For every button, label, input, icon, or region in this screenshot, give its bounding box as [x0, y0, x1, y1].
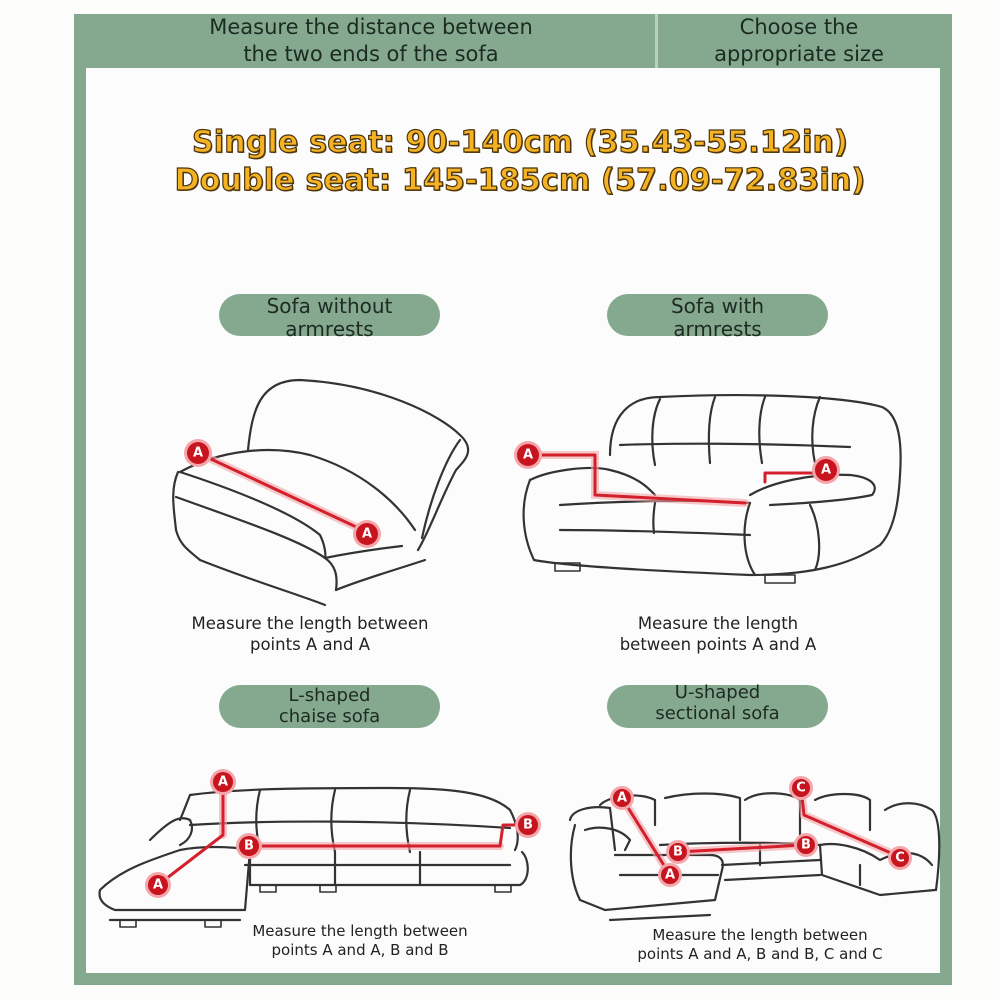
marker-b: B	[515, 812, 541, 838]
marker-a: A	[610, 786, 634, 810]
label-sofa-without-armrests: Sofa without armrests	[219, 294, 440, 341]
caption-line1: Measure the length between	[191, 614, 429, 633]
caption-with-armrests: Measure the length between points A and …	[568, 613, 868, 655]
caption-line1: Measure the length between	[652, 926, 868, 944]
svg-text:A: A	[193, 446, 203, 461]
svg-text:C: C	[796, 781, 806, 796]
label-line1: Sofa without	[266, 294, 393, 318]
label-line2: armrests	[673, 317, 762, 341]
u-shaped-sofa-illustration: A A B B C C	[568, 776, 941, 922]
marker-b: B	[794, 833, 818, 857]
svg-text:A: A	[821, 463, 831, 478]
caption-u-shaped: Measure the length between points A and …	[605, 926, 915, 964]
header-instruction-line2: the two ends of the sofa	[243, 42, 499, 66]
caption-line1: Measure the length between	[252, 922, 468, 940]
label-line1: Sofa with	[670, 294, 765, 318]
svg-text:A: A	[665, 868, 675, 883]
header-divider	[655, 14, 658, 68]
marker-a: A	[184, 439, 212, 467]
label-sofa-with-armrests: Sofa with armrests	[607, 294, 828, 341]
single-seat-size: Single seat: 90-140cm (35.43-55.12in)	[191, 124, 849, 160]
header-size-line1: Choose the	[739, 15, 859, 39]
marker-b: B	[666, 840, 690, 864]
armrest-sofa-illustration: A A	[514, 394, 902, 584]
l-shaped-sofa-illustration: A A B B	[98, 769, 541, 928]
marker-a: A	[514, 441, 542, 469]
caption-line2: points A and A, B and B	[271, 941, 449, 959]
caption-line2: points A and A	[249, 635, 371, 654]
svg-text:B: B	[244, 839, 254, 854]
svg-text:B: B	[523, 818, 533, 833]
armless-sofa-illustration: A A	[172, 378, 470, 607]
header-instruction-line1: Measure the distance between	[209, 15, 533, 39]
label-line1: L-shaped	[288, 685, 371, 706]
label-line2: chaise sofa	[278, 706, 381, 727]
caption-without-armrests: Measure the length between points A and …	[160, 613, 460, 655]
header-size-line2: appropriate size	[714, 42, 884, 66]
header-instruction: Measure the distance between the two end…	[86, 14, 656, 68]
marker-a: A	[812, 456, 840, 484]
marker-a: A	[658, 863, 682, 887]
caption-l-shaped: Measure the length between points A and …	[205, 922, 515, 960]
svg-text:A: A	[218, 775, 228, 790]
double-seat-size: Double seat: 145-185cm (57.09-72.83in)	[174, 162, 866, 198]
svg-text:C: C	[895, 851, 905, 866]
marker-a: A	[353, 520, 381, 548]
marker-a: A	[145, 872, 171, 898]
header-size-title: Choose the appropriate size	[658, 14, 940, 68]
marker-a: A	[210, 769, 236, 795]
caption-line2: points A and A, B and B, C and C	[637, 945, 883, 963]
marker-c: C	[789, 776, 813, 800]
svg-text:A: A	[362, 527, 372, 542]
svg-text:B: B	[801, 838, 811, 853]
label-line1: U-shaped	[674, 682, 761, 703]
marker-b: B	[236, 833, 262, 859]
label-line2: sectional sofa	[655, 703, 780, 724]
label-line2: armrests	[285, 317, 374, 341]
marker-c: C	[888, 846, 912, 870]
svg-text:A: A	[523, 448, 533, 463]
label-u-shaped-sofa: U-shaped sectional sofa	[607, 682, 828, 728]
svg-text:A: A	[617, 791, 627, 806]
caption-line1: Measure the length	[637, 614, 799, 633]
svg-text:B: B	[673, 845, 683, 860]
label-l-shaped-sofa: L-shaped chaise sofa	[219, 685, 440, 728]
caption-line2: between points A and A	[619, 635, 817, 654]
svg-text:A: A	[153, 878, 163, 893]
